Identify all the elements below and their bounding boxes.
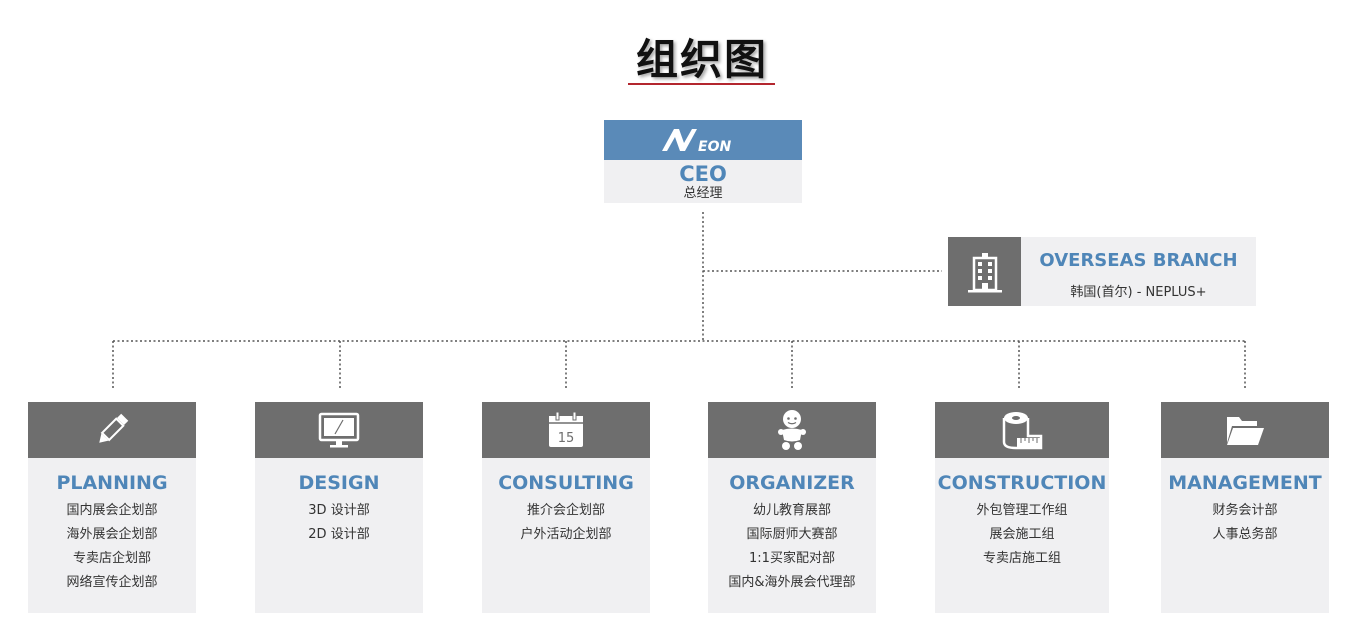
- dept-item: 外包管理工作组: [976, 503, 1068, 518]
- dept-name: MANAGEMENT: [1168, 472, 1322, 494]
- dept-name: DESIGN: [298, 472, 380, 494]
- dept-item: 网络宣传企划部: [66, 575, 158, 590]
- dept-consulting: 15 CONSULTING 推介会企划部 户外活动企划部: [482, 402, 650, 613]
- dept-header: [708, 402, 876, 458]
- dept-item-list: 推介会企划部 户外活动企划部: [482, 499, 650, 547]
- baby-icon: [778, 410, 806, 450]
- dept-item: 国内&海外展会代理部: [728, 575, 856, 590]
- dept-name: ORGANIZER: [729, 472, 855, 494]
- ceo-box: EON CEO 总经理: [604, 120, 802, 203]
- dept-name: PLANNING: [56, 472, 168, 494]
- dept-item-list: 国内展会企划部 海外展会企划部 专卖店企划部 网络宣传企划部: [28, 499, 196, 595]
- dept-header: [28, 402, 196, 458]
- svg-text:EON: EON: [698, 139, 731, 155]
- neon-logo: EON: [662, 129, 731, 155]
- dept-item: 国际厨师大赛部: [746, 527, 838, 542]
- pencil-icon: [99, 413, 129, 443]
- dept-item: 专卖店企划部: [72, 551, 151, 566]
- dept-construction: CONSTRUCTION 外包管理工作组 展会施工组 专卖店施工组: [935, 402, 1109, 613]
- dept-planning: PLANNING 国内展会企划部 海外展会企划部 专卖店企划部 网络宣传企划部: [28, 402, 196, 613]
- dept-item: 海外展会企划部: [66, 527, 158, 542]
- title-underline: [628, 83, 775, 85]
- dept-item: 幼儿教育展部: [752, 503, 831, 518]
- dept-item: 国内展会企划部: [66, 503, 158, 518]
- overseas-subtitle: 韩国(首尔) - NEPLUS+: [1070, 285, 1207, 300]
- dept-header: [1161, 402, 1329, 458]
- dept-item: 3D 设计部: [308, 503, 370, 518]
- dept-item-list: 幼儿教育展部 国际厨师大赛部 1:1买家配对部 国内&海外展会代理部: [708, 499, 876, 595]
- tape-measure-icon: [1002, 412, 1043, 450]
- ceo-subtitle: 总经理: [683, 186, 723, 201]
- page-title: 组织图: [635, 35, 768, 84]
- ceo-title: CEO: [679, 162, 727, 186]
- dept-header: 15: [482, 402, 650, 458]
- overseas-icon-box: [948, 237, 1021, 306]
- building-icon: [967, 252, 1002, 292]
- folder-icon: [1227, 417, 1264, 445]
- dept-item: 2D 设计部: [308, 527, 370, 542]
- overseas-title: OVERSEAS BRANCH: [1039, 250, 1238, 271]
- monitor-icon: [318, 412, 360, 448]
- dept-item: 推介会企划部: [526, 503, 605, 518]
- dept-item-list: 外包管理工作组 展会施工组 专卖店施工组: [935, 499, 1109, 571]
- dept-item-list: 3D 设计部 2D 设计部: [255, 499, 423, 547]
- overseas-branch-box: OVERSEAS BRANCH 韩国(首尔) - NEPLUS+: [948, 237, 1256, 306]
- dept-item: 财务会计部: [1212, 503, 1278, 518]
- dept-item: 展会施工组: [989, 527, 1055, 542]
- dept-design: DESIGN 3D 设计部 2D 设计部: [255, 402, 423, 613]
- dept-name: CONSTRUCTION: [937, 472, 1107, 494]
- dept-item: 人事总务部: [1212, 527, 1278, 542]
- dept-item: 1:1买家配对部: [749, 551, 835, 566]
- dept-management: MANAGEMENT 财务会计部 人事总务部: [1161, 402, 1329, 613]
- dept-header: [935, 402, 1109, 458]
- dept-item-list: 财务会计部 人事总务部: [1161, 499, 1329, 547]
- dept-organizer: ORGANIZER 幼儿教育展部 国际厨师大赛部 1:1买家配对部 国内&海外展…: [708, 402, 876, 613]
- calendar-day-label: 15: [558, 431, 575, 446]
- ceo-header: EON: [604, 120, 802, 160]
- calendar-icon: 15: [549, 411, 583, 447]
- dept-item: 专卖店施工组: [982, 551, 1061, 566]
- dept-name: CONSULTING: [498, 472, 634, 494]
- dept-header: [255, 402, 423, 458]
- dept-item: 户外活动企划部: [520, 527, 612, 542]
